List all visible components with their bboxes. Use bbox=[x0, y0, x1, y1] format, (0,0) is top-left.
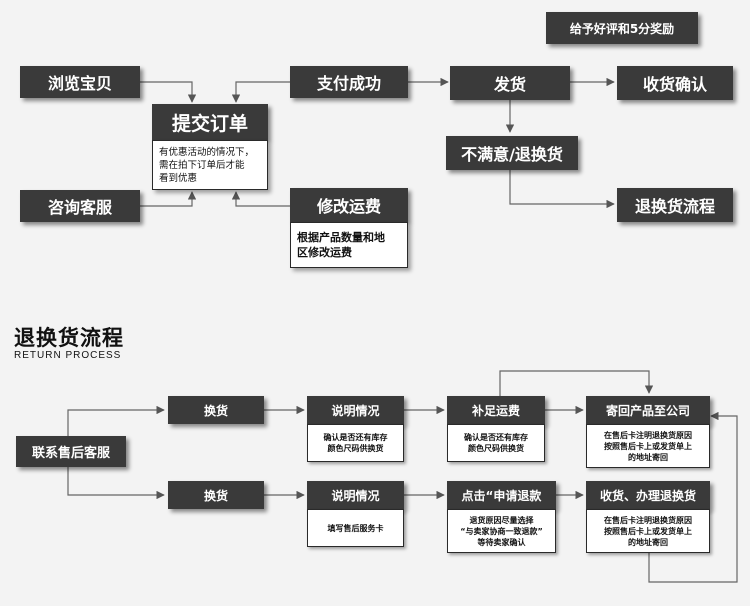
browse-box: 浏览宝贝 bbox=[20, 66, 140, 98]
section-subtitle: RETURN PROCESS bbox=[14, 350, 122, 361]
contact-service-box: 联系售后客服 bbox=[16, 436, 126, 467]
consult-box: 咨询客服 bbox=[20, 190, 140, 222]
submit-order-note: 有优惠活动的情况下， 需在拍下订单后才能 看到优惠 bbox=[152, 140, 268, 190]
apply-refund-box: 点击“申请退款 bbox=[447, 481, 556, 509]
section-title: 退换货流程 bbox=[14, 326, 124, 350]
explain-box-2: 说明情况 bbox=[307, 481, 404, 509]
confirm-receipt-label: 收货确认 bbox=[642, 75, 707, 94]
return-process-label: 退换货流程 bbox=[634, 197, 715, 216]
submit-order-box: 提交订单 bbox=[152, 104, 268, 140]
return-process-box: 退换货流程 bbox=[617, 188, 733, 222]
explain-note-1: 确认是否还有库存 颜色尺码供换货 bbox=[307, 424, 404, 462]
exchange-box-1: 换货 bbox=[168, 396, 264, 424]
apply-refund-note: 退货原因尽量选择 “与卖家协商一致退款” 等待卖家确认 bbox=[447, 509, 556, 553]
consult-label: 咨询客服 bbox=[47, 198, 112, 217]
modify-shipping-box: 修改运费 bbox=[290, 188, 408, 222]
exchange-label-2: 换货 bbox=[203, 488, 228, 503]
receive-refund-box: 收货、办理退换货 bbox=[586, 481, 710, 509]
apply-refund-label: 点击“申请退款 bbox=[461, 488, 542, 503]
send-back-box: 寄回产品至公司 bbox=[586, 396, 710, 424]
reward-label: 给予好评和5分奖励 bbox=[569, 21, 675, 36]
pay-shipping-label: 补足运费 bbox=[471, 403, 520, 418]
explain-box-1: 说明情况 bbox=[307, 396, 404, 424]
confirm-receipt-box: 收货确认 bbox=[617, 66, 733, 100]
modify-shipping-label: 修改运费 bbox=[316, 197, 381, 216]
receive-refund-label: 收货、办理退换货 bbox=[599, 488, 696, 503]
explain-note-2: 填写售后服务卡 bbox=[307, 509, 404, 547]
contact-service-label: 联系售后客服 bbox=[31, 446, 110, 461]
send-back-label: 寄回产品至公司 bbox=[605, 403, 690, 418]
ship-label: 发货 bbox=[493, 75, 526, 94]
exchange-label-1: 换货 bbox=[203, 403, 228, 418]
browse-label: 浏览宝贝 bbox=[47, 74, 112, 93]
ship-box: 发货 bbox=[450, 66, 570, 100]
unsatisfied-label: 不满意/退换货 bbox=[461, 145, 563, 164]
receive-refund-note: 在售后卡注明退换货原因 按照售后卡上或发货单上 的地址寄回 bbox=[586, 509, 710, 553]
pay-shipping-box: 补足运费 bbox=[447, 396, 545, 424]
unsatisfied-box: 不满意/退换货 bbox=[446, 136, 578, 170]
pay-success-box: 支付成功 bbox=[290, 66, 408, 98]
submit-order-label: 提交订单 bbox=[171, 112, 248, 135]
pay-success-label: 支付成功 bbox=[316, 74, 381, 93]
exchange-box-2: 换货 bbox=[168, 481, 264, 509]
explain-label-2: 说明情况 bbox=[331, 488, 380, 503]
pay-shipping-note: 确认是否还有库存 颜色尺码供换货 bbox=[447, 424, 545, 462]
modify-shipping-note: 根据产品数量和地 区修改运费 bbox=[290, 222, 408, 268]
explain-label-1: 说明情况 bbox=[331, 403, 380, 418]
send-back-note: 在售后卡注明退换货原因 按照售后卡上或发货单上 的地址寄回 bbox=[586, 424, 710, 468]
reward-box: 给予好评和5分奖励 bbox=[546, 12, 698, 44]
